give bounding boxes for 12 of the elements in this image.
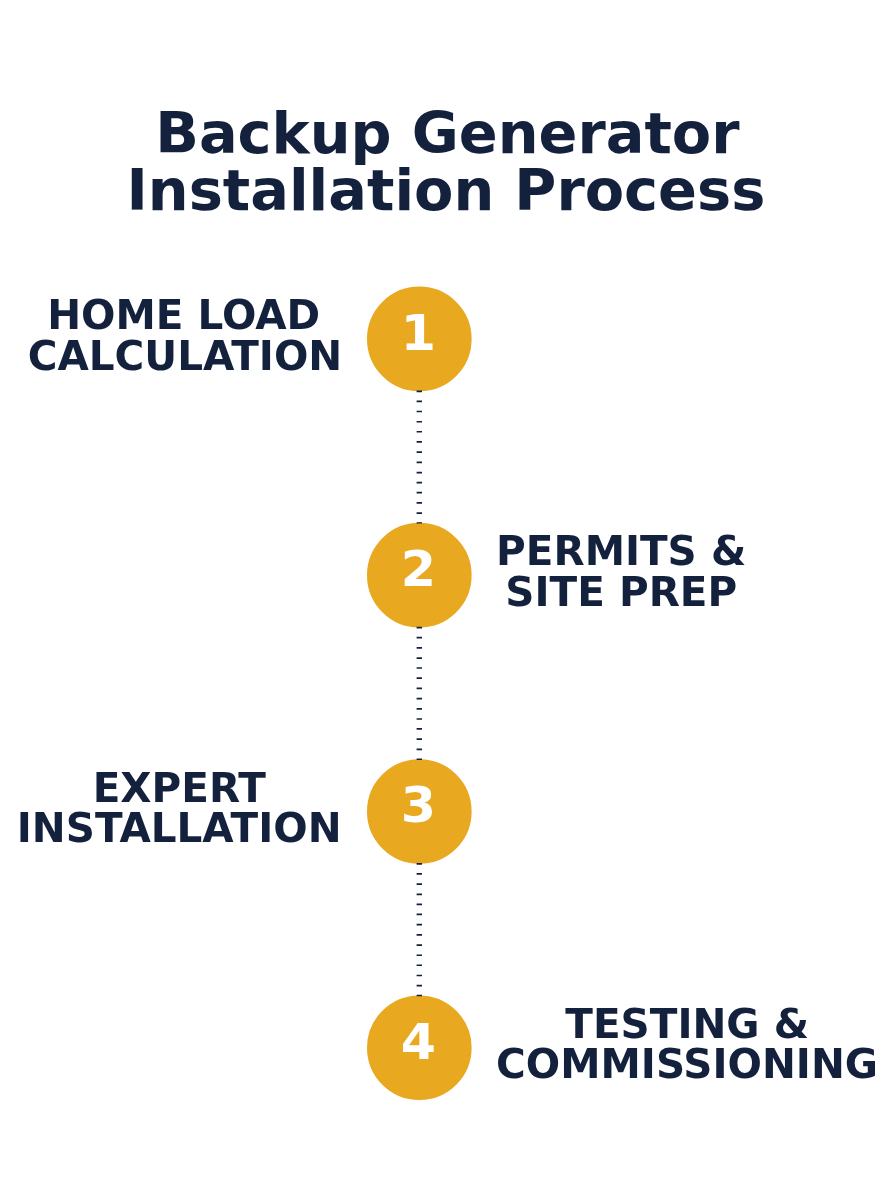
- node-label: TESTING & COMMISSIONING: [496, 999, 879, 1088]
- connector: [416, 626, 422, 760]
- node-label: EXPERT INSTALLATION: [16, 763, 342, 852]
- diagram-title: Backup Generator Installation Process: [126, 99, 766, 224]
- connector: [416, 862, 422, 996]
- connector: [416, 390, 422, 524]
- node-label: PERMITS & SITE PREP: [496, 526, 747, 616]
- node-label: HOME LOAD CALCULATION: [27, 290, 343, 380]
- node-circle: 2: [367, 522, 472, 627]
- node-circle: 4: [367, 994, 472, 1100]
- node-circle: 1: [367, 286, 472, 391]
- node-circle: 3: [367, 758, 472, 864]
